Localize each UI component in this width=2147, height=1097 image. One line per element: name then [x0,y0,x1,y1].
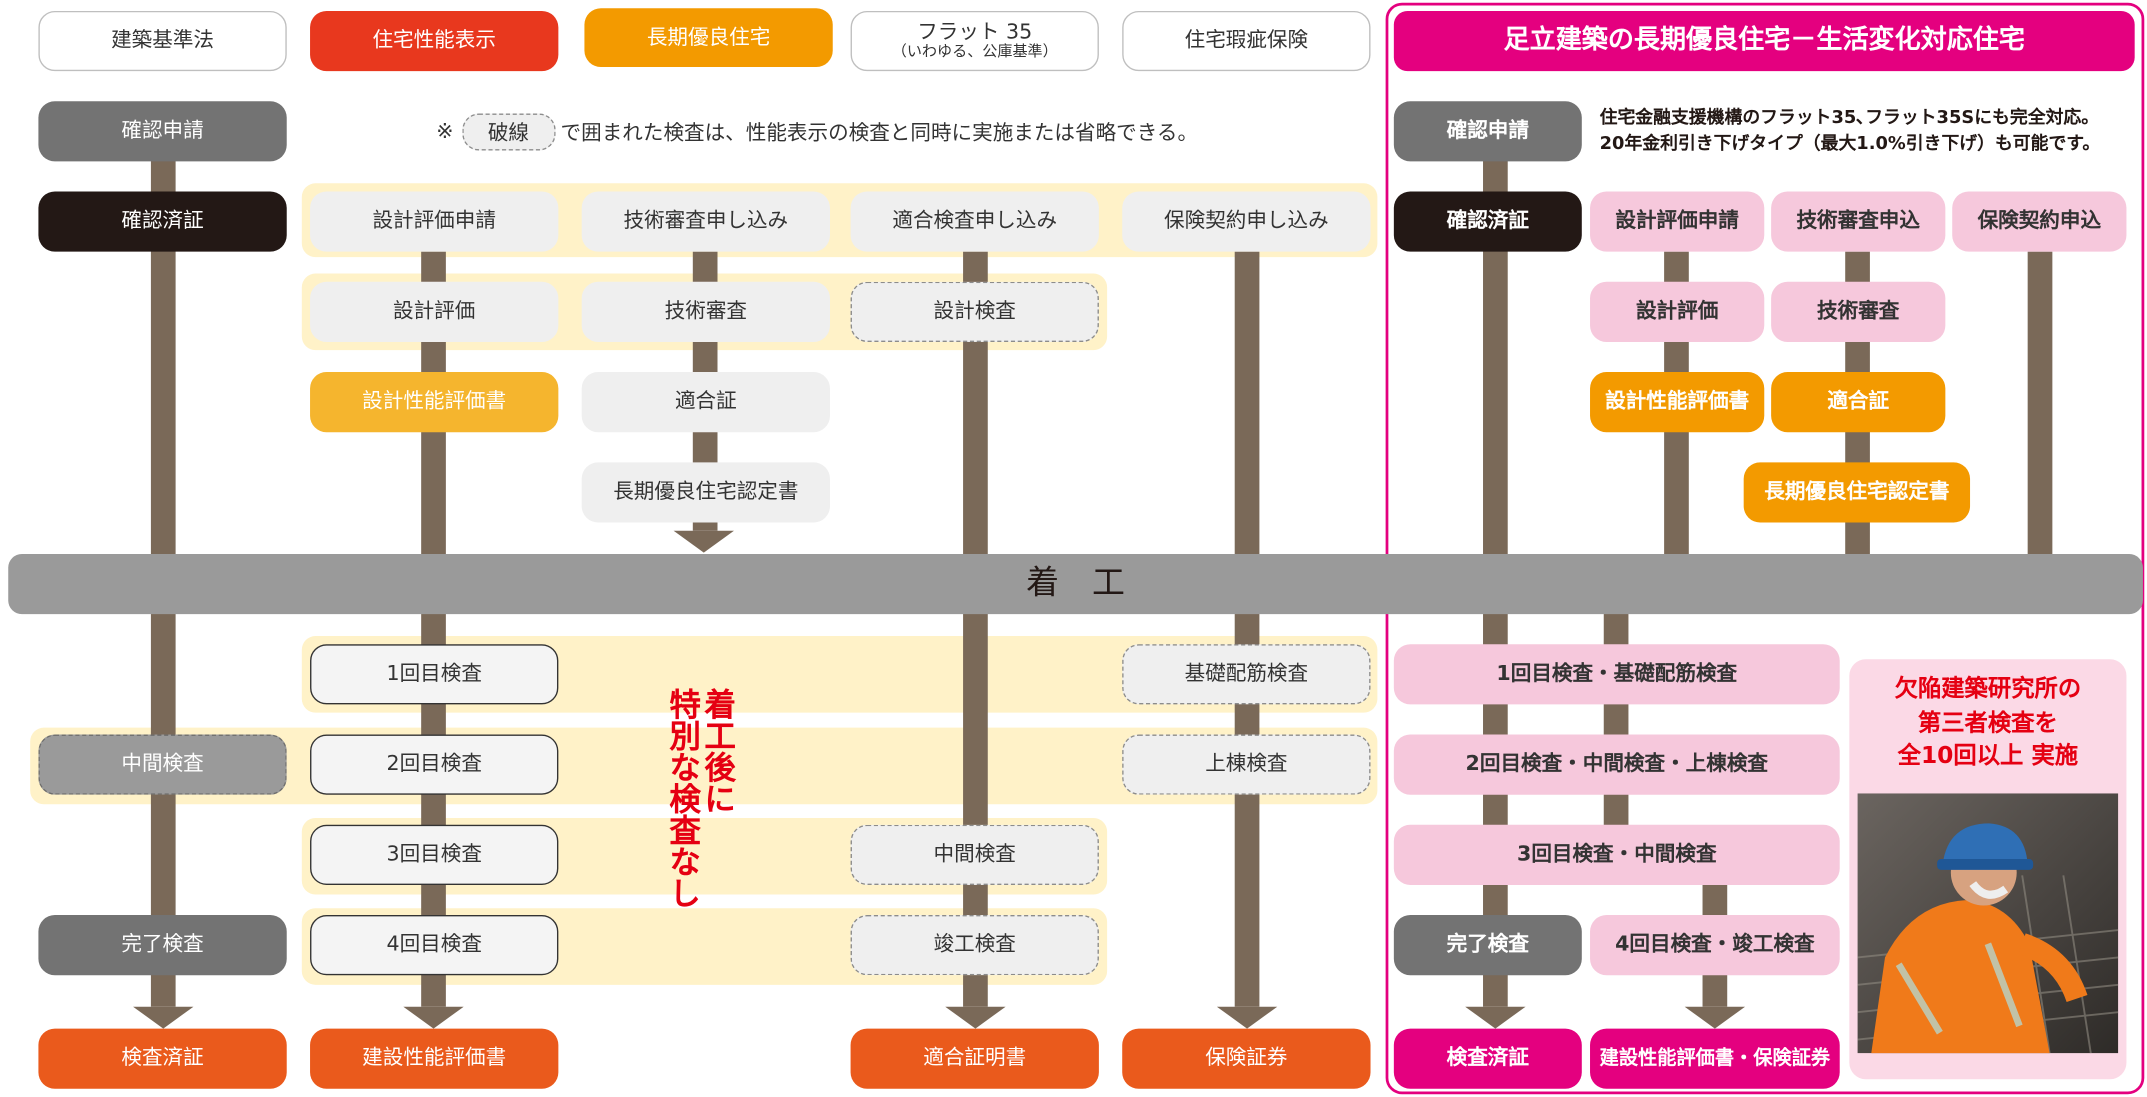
right-kashi-arrow-upper [2027,251,2053,556]
promo-line3: 全10回以上 実施 [1897,743,2079,771]
seino-kensa-1: 1回目検査 [310,644,559,705]
header-seino: 住宅性能表示 [310,10,559,72]
header-kashi: 住宅瑕疵保険 [1122,10,1371,72]
vertical-note-col2: 特別な検査なし [663,688,699,909]
kijun-kanryo-kensa: 完了検査 [38,915,287,976]
header-choki: 長期優良住宅 [584,8,833,68]
choki-gijutsu-shinsa: 技術審査 [581,281,830,342]
kijun-kakunin-shinsei: 確認申請 [38,101,287,162]
promo-line1: 欠陥建築研究所の [1894,675,2082,704]
right-final-arrow-head [1684,1006,1746,1029]
right-kensa-2: 2回目検査・中間検査・上棟検査 [1393,734,1840,795]
promo-box: 欠陥建築研究所の 第三者検査を 全10回以上 実施 [1849,659,2127,1080]
right-final-documents: 建設性能評価書・保険証券 [1590,1028,1840,1089]
header-flat-title: フラット 35 [917,19,1033,44]
seino-kensa-4: 4回目検査 [310,915,559,976]
note-prefix: ※ [436,118,454,144]
right-kakunin-shinsei: 確認申請 [1393,101,1582,162]
note-text: で囲まれた検査は、性能表示の検査と同時に実施または省略できる。 [560,119,1199,145]
choki-gijutsu-shinsa-moushikomi: 技術審査申し込み [581,191,830,252]
right-gijutsu-shinsa-moushikomi: 技術審査申込 [1771,191,1946,252]
promo-text: 欠陥建築研究所の 第三者検査を 全10回以上 実施 [1849,673,2126,774]
seino-arrow-head [403,1006,464,1029]
kijun-arrow-head [133,1006,194,1029]
choki-arrow-head [673,530,734,553]
seino-kensa-2: 2回目検査 [310,734,559,795]
kashi-kiso-haikin-kensa: 基礎配筋検査 [1122,644,1371,705]
flat-shunko-kensa: 竣工検査 [850,915,1099,976]
promo-line2: 第三者検査を [1917,709,2058,737]
kashi-hoken-keiyaku-moushikomi: 保険契約申し込み [1122,191,1371,252]
kijun-kensa-zumi: 検査済証 [38,1028,287,1089]
right-kijun-arrow-head [1465,1006,1526,1029]
right-gijutsu-shinsa: 技術審査 [1771,281,1946,342]
right-hoken-keiyaku-moushikomi: 保険契約申込 [1952,191,2127,252]
flat-chukan-kensa: 中間検査 [850,824,1099,885]
seino-sekkei-hyoka: 設計評価 [310,281,559,342]
note-dashed-sample: 破線 [461,112,556,150]
right-kensa-3: 3回目検査・中間検査 [1393,824,1840,885]
right-kakunin-zumi: 確認済証 [1393,191,1582,252]
header-kijun: 建築基準法 [38,10,287,72]
header-adachi: 足立建築の長期優良住宅－生活変化対応住宅 [1393,10,2135,72]
kashi-arrow-head [1216,1006,1278,1029]
flat-flow-arrow [963,251,988,1007]
flat-tekigo-kensa-moushikomi: 適合検査申し込み [850,191,1099,252]
right-choki-nintei-sho: 長期優良住宅認定書 [1743,462,1971,523]
right-flat-note-line1: 住宅金融支援機構のフラット35､フラット35Sにも完全対応。 [1599,108,2100,129]
worker-photo [1857,793,2119,1054]
chakko-bar: 着 工 [8,553,2143,615]
seino-kensa-3: 3回目検査 [310,824,559,885]
right-sekkei-hyoka-shinsei: 設計評価申請 [1590,191,1765,252]
right-kensa-zumi: 検査済証 [1393,1028,1582,1089]
kashi-flow-arrow [1234,251,1260,1007]
seino-sekkei-hyoka-shinsei: 設計評価申請 [310,191,559,252]
kashi-jotou-kensa: 上棟検査 [1122,734,1371,795]
flat-sekkei-kensa: 設計検査 [850,281,1099,342]
seino-flow-arrow [421,251,446,1007]
right-sekkei-seino-hyokasho: 設計性能評価書 [1590,372,1765,433]
right-sekkei-hyoka: 設計評価 [1590,281,1765,342]
right-flat-note: 住宅金融支援機構のフラット35､フラット35Sにも完全対応。 20年金利引き下げ… [1600,107,2101,159]
kijun-kakunin-zumi: 確認済証 [38,191,287,252]
dashed-note: ※ 破線 で囲まれた検査は、性能表示の検査と同時に実施または省略できる。 [436,112,1198,150]
header-flat: フラット 35 （いわゆる、公庫基準） [850,10,1099,72]
choki-tekigo-sho: 適合証 [581,372,830,433]
seino-sekkei-seino-hyokasho: 設計性能評価書 [310,372,559,433]
right-flat-note-line2: 20年金利引き下げタイプ（最大1.0%引き下げ）も可能です。 [1599,133,2101,155]
seino-kensetsu-seino-hyokasho: 建設性能評価書 [310,1028,559,1089]
right-kensa-4: 4回目検査・竣工検査 [1590,915,1840,976]
kashi-hoken-shoken: 保険証券 [1122,1028,1371,1089]
vertical-note-col1: 着工後に [698,688,734,814]
header-flat-subtitle: （いわゆる、公庫基準） [891,42,1058,61]
flat-tekigo-shomeisho: 適合証明書 [850,1028,1099,1089]
right-kensa-1: 1回目検査・基礎配筋検査 [1393,644,1840,705]
no-special-inspection-note: 着工後に 特別な検査なし [663,688,734,909]
kijun-chukan-kensa: 中間検査 [38,734,287,795]
choki-nintei-sho: 長期優良住宅認定書 [581,462,830,523]
right-kanryo-kensa: 完了検査 [1393,915,1582,976]
right-tekigo-sho: 適合証 [1771,372,1946,433]
flat-arrow-head [945,1006,1006,1029]
